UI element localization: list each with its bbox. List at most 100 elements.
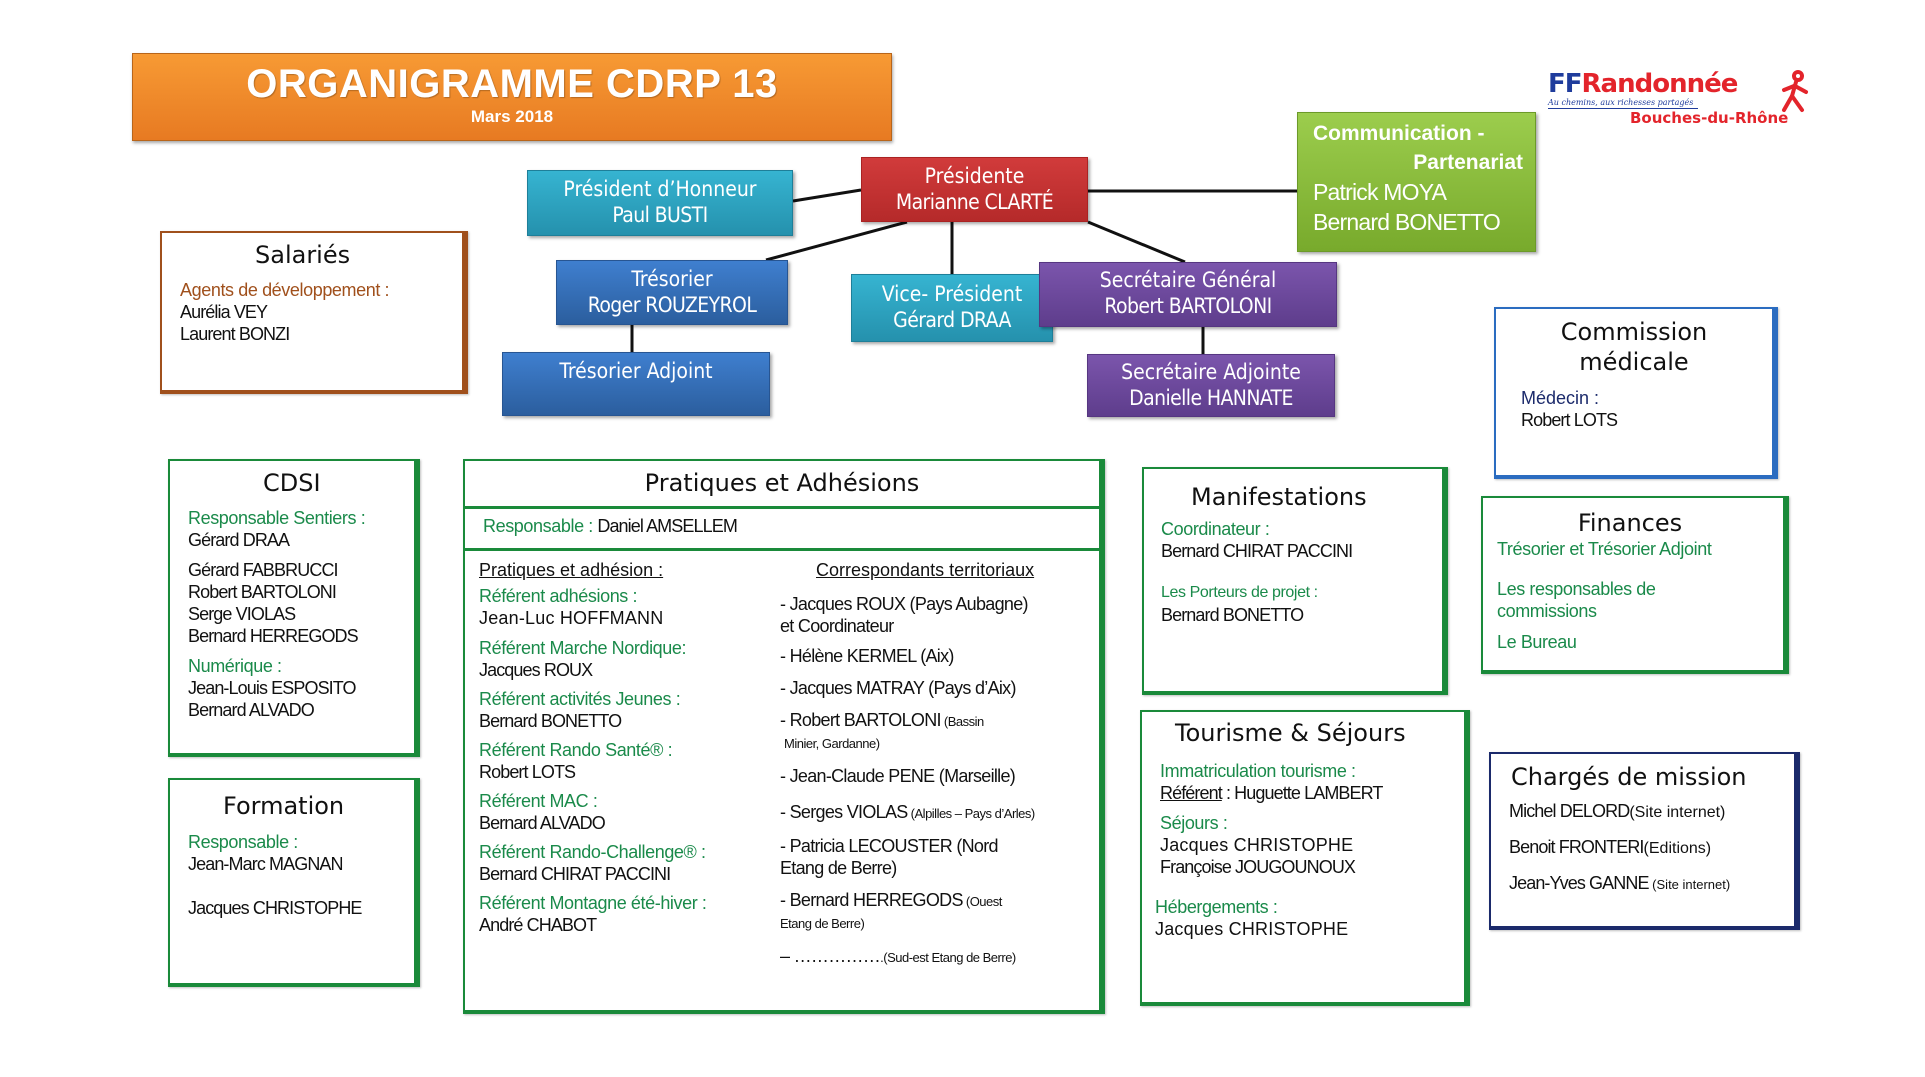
label: Numérique : xyxy=(188,656,282,676)
referent-item: Référent adhésions :Jean-Luc HOFFMANN xyxy=(479,586,664,628)
person-name: Danielle HANNATE xyxy=(1129,386,1293,410)
role-label-2: Partenariat xyxy=(1413,151,1523,174)
list-item: Les responsables de commissions xyxy=(1497,579,1656,621)
label: Responsable : xyxy=(483,516,593,536)
box-title: Finances xyxy=(1577,509,1683,537)
correspondant-item: - Jacques MATRAY (Pays d’Aix) xyxy=(780,678,1016,698)
role-label: Trésorier xyxy=(631,267,713,291)
correspondant-item: - Jean-Claude PENE (Marseille) xyxy=(780,766,1016,786)
box-finances: Finances Trésorier et Trésorier Adjoint … xyxy=(1481,496,1789,674)
box-commission-medicale: Commission médicale Médecin : Robert LOT… xyxy=(1494,307,1778,479)
label: Hébergements : xyxy=(1155,897,1278,917)
org-box-president-honneur: Président d’Honneur Paul BUSTI xyxy=(527,170,793,236)
person-name: Robert BARTOLONI xyxy=(188,582,337,602)
label: Coordinateur : xyxy=(1161,519,1270,539)
referent-item: Référent Marche Nordique:Jacques ROUX xyxy=(479,638,687,680)
person-name: Daniel AMSELLEM xyxy=(597,516,737,536)
correspondant-item: - Serges VIOLAS (Alpilles – Pays d’Arles… xyxy=(780,802,1035,822)
box-title: Pratiques et Adhésions xyxy=(644,469,920,497)
person-name: Patrick MOYA xyxy=(1313,179,1447,205)
logo-department: Bouches-du-Rhône xyxy=(1630,109,1789,127)
referents-column: Pratiques et adhésion : Référent adhésio… xyxy=(479,559,779,936)
connector-secgen xyxy=(1087,220,1186,264)
box-salaries: Salariés Agents de développement : Aurél… xyxy=(160,231,468,394)
logo-tagline: Au chemins, aux richesses partagés xyxy=(1548,98,1698,109)
box-formation: Formation Responsable : Jean-Marc MAGNAN… xyxy=(168,778,420,987)
logo-ff: FF xyxy=(1548,69,1583,99)
person-name: Bernard BONETTO xyxy=(1161,605,1304,625)
list-item: Trésorier et Trésorier Adjoint xyxy=(1497,539,1712,559)
list-item: Le Bureau xyxy=(1497,632,1577,652)
person-name: Bernard BONETTO xyxy=(1313,209,1501,235)
label: Immatriculation tourisme : xyxy=(1160,761,1356,781)
person-name: Jean-Louis ESPOSITO xyxy=(188,678,357,698)
org-box-presidente: Présidente Marianne CLARTÉ xyxy=(861,157,1088,222)
referent-item: Référent Rando-Challenge® :Bernard CHIRA… xyxy=(479,842,706,884)
hiker-icon xyxy=(1782,70,1808,112)
list-item: Michel DELORD(Site internet) xyxy=(1509,801,1726,821)
person-name: Roger ROUZEYROL xyxy=(587,293,757,317)
role-label: Trésorier Adjoint xyxy=(559,359,713,383)
person-name: Marianne CLARTÉ xyxy=(895,190,1054,214)
referent-item: Référent activités Jeunes :Bernard BONET… xyxy=(479,689,681,731)
page-subtitle: Mars 2018 xyxy=(470,107,554,126)
org-box-secretaire-general: Secrétaire Général Robert BARTOLONI xyxy=(1039,262,1337,327)
connector-honneur xyxy=(792,188,862,203)
connector-tresorier xyxy=(765,220,908,262)
label: Responsable Sentiers : xyxy=(188,508,366,528)
role-label: Présidente xyxy=(924,164,1025,188)
correspondant-item: – …………….(Sud-est Etang de Berre) xyxy=(780,946,1016,966)
correspondants-column: Correspondants territoriaux - Jacques RO… xyxy=(780,559,1096,969)
role-label: Président d’Honneur xyxy=(563,177,757,201)
label: Les Porteurs de projet : xyxy=(1161,584,1318,601)
correspondant-item: - Hélène KERMEL (Aix) xyxy=(780,646,954,666)
page-title: ORGANIGRAMME CDRP 13 xyxy=(246,62,778,106)
ffrandonnee-logo: FFRandonnée Au chemins, aux richesses pa… xyxy=(1548,70,1818,148)
person-name: Robert BARTOLONI xyxy=(1104,294,1272,318)
person-name: Jacques CHRISTOPHE xyxy=(188,898,362,918)
box-title-2: médicale xyxy=(1579,348,1689,376)
label: Agents de développement : xyxy=(180,280,390,300)
box-title: CDSI xyxy=(263,469,321,497)
person-name: Bernard HERREGODS xyxy=(188,626,359,646)
person-name: Laurent BONZI xyxy=(180,324,290,344)
person-name: Bernard ALVADO xyxy=(188,700,315,720)
logo-randonnee: Randonnée xyxy=(1581,69,1739,99)
box-title: Chargés de mission xyxy=(1511,763,1747,791)
list-item: Jean-Yves GANNE (Site internet) xyxy=(1509,873,1731,893)
person-name: Françoise JOUGOUNOUX xyxy=(1160,857,1356,877)
person-name: Bernard CHIRAT PACCINI xyxy=(1161,541,1353,561)
label: Médecin : xyxy=(1521,388,1600,408)
referent-item: Référent Rando Santé® :Robert LOTS xyxy=(479,740,673,782)
org-box-vice-president: Vice- Président Gérard DRAA xyxy=(851,274,1053,342)
org-box-tresorier-adjoint: Trésorier Adjoint xyxy=(502,352,770,416)
org-box-secretaire-adjointe: Secrétaire Adjointe Danielle HANNATE xyxy=(1087,354,1335,417)
role-label: Secrétaire Adjointe xyxy=(1121,360,1301,384)
label: Référent xyxy=(1160,783,1223,803)
person-name: Jean-Marc MAGNAN xyxy=(188,854,344,874)
column-header: Correspondants territoriaux xyxy=(816,560,1035,580)
correspondant-item: - Jacques ROUX (Pays Aubagne)et Coordina… xyxy=(780,594,1029,636)
role-label: Communication - xyxy=(1313,122,1485,145)
box-title: Salariés xyxy=(255,241,351,269)
box-cdsi: CDSI Responsable Sentiers : Gérard DRAA … xyxy=(168,459,420,757)
box-title: Formation xyxy=(223,792,345,820)
box-charges-mission: Chargés de mission Michel DELORD(Site in… xyxy=(1489,752,1800,930)
label: Séjours : xyxy=(1160,813,1228,833)
org-box-communication: Communication - Partenariat Patrick MOYA… xyxy=(1297,112,1536,252)
correspondant-item: - Patricia LECOUSTER (Nord Etang de Berr… xyxy=(780,836,999,878)
person-name: Gérard DRAA xyxy=(188,530,290,550)
person-name: : Huguette LAMBERT xyxy=(1221,783,1383,803)
box-tourisme-sejours: Tourisme & Séjours Immatriculation touri… xyxy=(1140,710,1470,1006)
list-item: Benoit FRONTERI(Editions) xyxy=(1509,837,1712,857)
box-pratiques-adhesions: Pratiques et Adhésions Responsable : Dan… xyxy=(463,459,1105,1014)
person-name: Serge VIOLAS xyxy=(188,604,296,624)
box-title: Commission xyxy=(1560,318,1708,346)
role-label: Secrétaire Général xyxy=(1099,268,1277,292)
person-name: Jacques CHRISTOPHE xyxy=(1160,835,1354,855)
person-name: Gérard DRAA xyxy=(893,308,1011,332)
person-name: Gérard FABBRUCCI xyxy=(188,560,339,580)
person-name: Paul BUSTI xyxy=(612,203,708,227)
